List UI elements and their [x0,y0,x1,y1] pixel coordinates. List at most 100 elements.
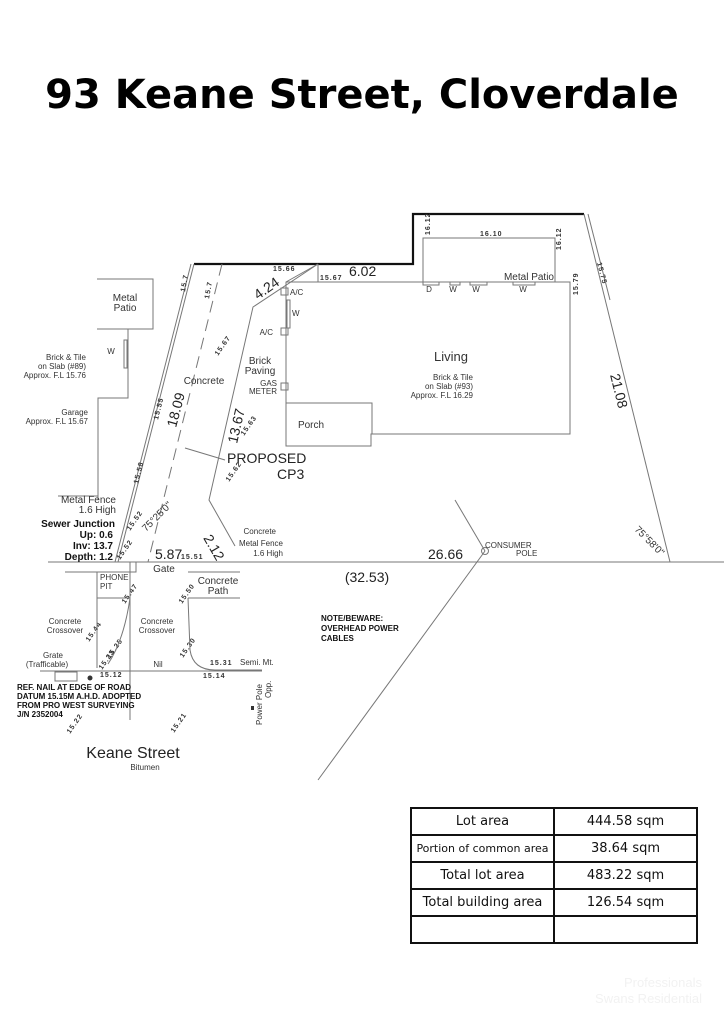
dim-front-main: 26.66 [428,546,463,562]
neighbour-window-label: W [107,347,115,356]
crossover-right-edge [187,597,262,671]
sewer-up: Up: 0.6 [80,530,114,541]
level: 16.12 [425,212,432,235]
level: 15.51 [181,554,204,561]
level: 15.50 [178,583,197,605]
house-label-2: on Slab (#93) [425,382,473,391]
grate-label-2: (Trafficable) [26,660,69,669]
table-cell-label: Total lot area [410,861,555,890]
gas-meter-label-2: METER [249,387,277,396]
crossover-right-label-1: Concrete [141,617,174,626]
metal-fence-label-2: 1.6 High [79,505,116,516]
grate-icon [54,671,78,682]
table-cell-label [410,915,555,944]
service-line [454,499,486,552]
neighbour-house-label-1: Brick & Tile [46,353,87,362]
front-fence-label-1: Concrete [244,527,277,536]
ac-label-2: A/C [260,328,274,337]
level: 15.22 [66,713,85,735]
ref-nail-icon [87,675,93,681]
rear-patio-outline [422,237,556,282]
level: 15.7 [180,274,190,293]
porch-label: Porch [298,420,324,431]
consumer-pole-label-1: CONSUMER [485,541,532,550]
level: 15.75 [595,262,608,286]
table-cell-value: 483.22 sqm [553,861,698,890]
table-row: Lot area 444.58 sqm [410,807,698,836]
porch-outline [286,402,373,434]
level: 15.58 [133,461,145,485]
page-title: 93 Keane Street, Cloverdale [45,72,679,118]
beware-note-line-3: CABLES [321,634,355,643]
table-row: Total building area 126.54 sqm [410,888,698,917]
ac-unit-1 [280,287,289,296]
angle-right: 75°58'0" [632,524,666,558]
neighbour-garage-label-1: Garage [61,408,88,417]
ref-note-line-4: J/N 2352004 [17,710,63,719]
level: 15.23 [98,649,117,671]
rear-door [422,281,440,286]
neighbour-patio-outline [97,278,154,330]
dim-left-boundary: 18.09 [163,391,188,429]
table-cell-value [553,915,698,944]
door-label: D [426,285,432,294]
level: 15.67 [320,275,343,282]
window-label-1: W [449,285,457,294]
metal-fence-label-1: Metal Fence [61,495,116,506]
left-boundary-inner [114,263,192,563]
consumer-pole-label-2: POLE [516,549,537,558]
street-name: Keane Street [86,745,180,762]
dim-front-total: (32.53) [345,569,389,585]
window-label-2: W [472,285,480,294]
dim-front-short: 2.12 [200,532,228,564]
level: 16.12 [556,227,563,250]
ref-note-line-3: FROM PRO WEST SURVEYING [17,701,135,710]
rear-window-3 [512,281,536,286]
neighbour-patio-label-2: Patio [114,303,137,314]
driveway-dashed-line [147,263,223,563]
crossover-right-label-2: Crossover [139,626,176,635]
level: 15.52 [116,539,135,561]
street-surface: Bitumen [130,763,159,772]
gate-label: Gate [153,564,175,575]
table-cell-label: Total building area [410,888,555,917]
dim-drive-edge: 13.67 [224,407,248,445]
rear-window-2 [469,281,488,286]
table-cell-value: 38.64 sqm [553,834,698,863]
house-label-1: Brick & Tile [433,373,474,382]
level: 15.7 [204,281,214,300]
proposed-leader-line [184,447,226,461]
neighbour-window [123,339,128,369]
dim-front-left: 5.87 [155,546,182,562]
rear-boundary-wall [194,212,584,266]
gas-meter [280,382,289,391]
metal-patio-label: Metal Patio [504,272,554,283]
nil-label: Nil [153,660,163,669]
sewer-inv: Inv: 13.7 [73,541,113,552]
level: 15.14 [203,673,226,680]
angle-left: 75°25'0" [140,500,174,534]
level: 16.10 [480,231,503,238]
table-row [410,915,698,944]
area-summary-table: Lot area 444.58 sqm Portion of common ar… [410,807,698,944]
crossover-edge [107,562,131,668]
verge [40,562,262,720]
brick-paving-label-1: Brick [249,356,272,367]
table-row: Portion of common area 38.64 sqm [410,834,698,863]
side-window-label: W [292,309,300,318]
neighbour-house-outline [97,329,129,500]
ac-label-1: A/C [290,288,304,297]
neighbour-garage-label-2: Approx. F.L 15.67 [26,417,89,426]
ac-unit-2 [280,327,289,336]
neighbour-house-label-2: on Slab (#89) [38,362,86,371]
house-label-3: Approx. F.L 16.29 [411,391,474,400]
rear-window-1 [449,281,461,286]
power-pole-icon [251,706,254,710]
level: 15.44 [85,621,104,643]
level: 15.55 [153,397,165,421]
phone-pit-label-2: PIT [100,582,113,591]
semi-mt-label: Semi. Mt. [240,658,274,667]
ref-note-line-1: REF. NAIL AT EDGE OF ROAD [17,683,131,692]
front-fence-label-3: 1.6 High [253,549,283,558]
